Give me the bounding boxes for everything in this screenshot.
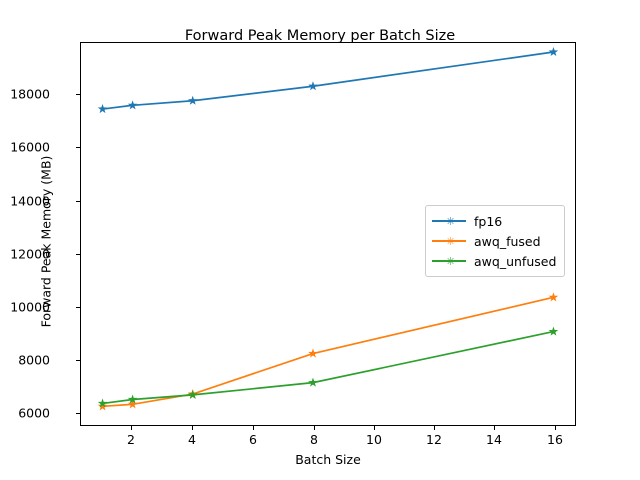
y-tick-mark — [76, 201, 80, 202]
x-tick-mark — [253, 426, 254, 430]
y-tick-mark — [76, 147, 80, 148]
y-tick-mark — [76, 360, 80, 361]
y-tick-label: 16000 — [10, 139, 50, 155]
x-tick-mark — [434, 426, 435, 430]
y-tick-mark — [76, 254, 80, 255]
legend-item-awq-unfused[interactable]: ✳ awq_unfused — [432, 251, 556, 271]
y-tick-label: 12000 — [10, 246, 50, 262]
y-tick-label: 10000 — [10, 299, 50, 315]
legend-swatch-awq-unfused: ✳ — [432, 254, 466, 268]
y-tick-mark — [76, 94, 80, 95]
chart-legend: ✳ fp16 ✳ awq_fused ✳ awq_unfused — [425, 205, 566, 277]
x-tick-label: 8 — [310, 432, 318, 447]
y-tick-label: 14000 — [10, 193, 50, 209]
legend-swatch-awq-fused: ✳ — [432, 234, 466, 248]
x-tick-label: 14 — [486, 432, 502, 447]
x-tick-label: 16 — [547, 432, 563, 447]
legend-label-awq-fused: awq_fused — [474, 233, 541, 249]
y-tick-mark — [76, 413, 80, 414]
x-tick-label: 4 — [188, 432, 196, 447]
x-tick-label: 6 — [249, 432, 257, 447]
legend-label-awq-unfused: awq_unfused — [474, 253, 557, 269]
legend-item-awq-fused[interactable]: ✳ awq_fused — [432, 231, 556, 251]
y-axis-label: Forward Peak Memory (MB) — [38, 155, 54, 328]
x-tick-mark — [314, 426, 315, 430]
x-tick-label: 10 — [366, 432, 382, 447]
x-tick-label: 12 — [426, 432, 442, 447]
y-tick-mark — [76, 307, 80, 308]
legend-label-fp16: fp16 — [474, 213, 503, 229]
chart-title: Forward Peak Memory per Batch Size — [184, 28, 456, 44]
legend-item-fp16[interactable]: ✳ fp16 — [432, 211, 556, 231]
x-tick-mark — [374, 426, 375, 430]
x-tick-label: 2 — [127, 432, 135, 447]
x-tick-mark — [494, 426, 495, 430]
x-tick-mark — [131, 426, 132, 430]
legend-swatch-fp16: ✳ — [432, 214, 466, 228]
y-tick-label: 6000 — [18, 405, 50, 421]
y-tick-label: 18000 — [10, 86, 50, 102]
x-tick-mark — [192, 426, 193, 430]
x-tick-mark — [555, 426, 556, 430]
x-axis-label: Batch Size — [295, 452, 361, 467]
plot-area — [80, 42, 576, 426]
y-tick-label: 8000 — [18, 352, 50, 368]
